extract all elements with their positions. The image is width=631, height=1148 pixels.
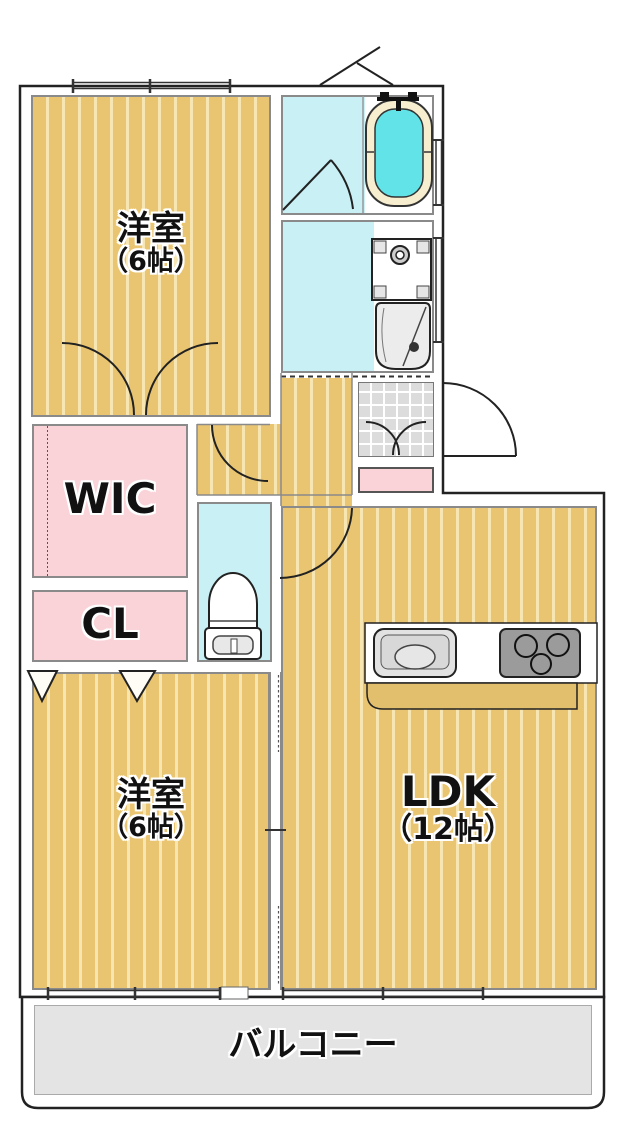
shoe-cabinet	[358, 467, 434, 493]
entrance-door	[442, 382, 517, 457]
closet-floor	[32, 590, 188, 662]
room-size: （6帖）	[101, 811, 201, 843]
window-bath-right	[433, 139, 444, 206]
room-name: 洋室	[117, 775, 185, 815]
balcony-floor	[34, 1005, 592, 1095]
bedroom-top-door	[211, 424, 269, 482]
wic-double-doors	[61, 342, 219, 416]
balcony-label: バルコニー	[228, 1025, 398, 1065]
closet-door-marks	[26, 670, 157, 704]
room-size: （6帖）	[101, 245, 201, 277]
window-bedroom-bottom	[46, 987, 222, 1000]
bathroom-door	[282, 159, 354, 211]
ldk-door	[279, 507, 353, 579]
washing-machine-pan	[371, 238, 432, 301]
window-washroom-right	[433, 237, 444, 343]
bedroom-bottom-floor	[32, 672, 270, 990]
ldk-floor	[281, 506, 597, 990]
bedroom-top-label: 洋室 （6帖）	[41, 209, 261, 277]
room-name: 洋室	[117, 209, 185, 249]
wash-basin	[375, 302, 431, 370]
shoe-cabinet-doors	[365, 421, 427, 456]
gas-stove	[499, 628, 581, 678]
room-name: LDK	[400, 767, 496, 816]
window-top	[71, 79, 232, 93]
bathtub	[362, 96, 433, 213]
kitchen-sink	[373, 628, 457, 678]
closet-label: CL	[81, 599, 139, 648]
room-size: （12帖）	[382, 812, 514, 848]
toilet	[204, 572, 262, 660]
bedroom-top-floor	[31, 95, 271, 417]
hallway-corridor	[281, 378, 352, 506]
sliding-partition-marks	[220, 675, 286, 1000]
wall-opening-mark	[319, 46, 394, 86]
bedroom-bottom-label: 洋室 （6帖）	[41, 775, 261, 843]
entrance-tile	[358, 382, 434, 457]
wic-floor	[32, 424, 188, 578]
wic-label: WIC	[63, 474, 157, 523]
window-ldk	[281, 987, 485, 1000]
ldk-label: LDK （12帖）	[338, 767, 558, 848]
bath-faucet	[377, 92, 419, 111]
interior-wall-lines	[196, 373, 353, 506]
hallway-front	[197, 424, 281, 495]
